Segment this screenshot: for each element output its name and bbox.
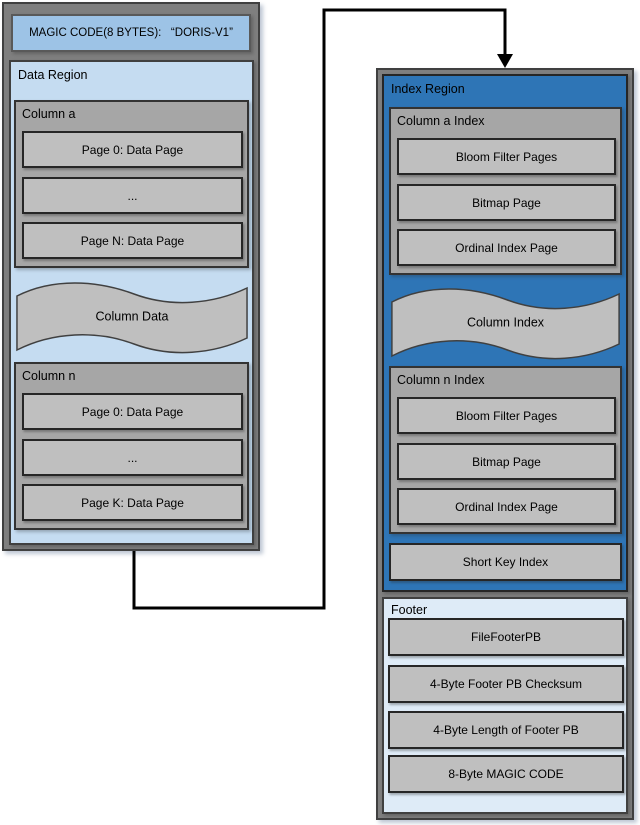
column-a-group: Column a Page 0: Data Page ... Page N: D… xyxy=(14,100,249,268)
footer-pb-length-box: 4-Byte Length of Footer PB xyxy=(388,711,624,749)
column-a-page-0: Page 0: Data Page xyxy=(22,131,243,168)
short-key-index-box: Short Key Index xyxy=(389,543,622,581)
footer-pb-checksum-box: 4-Byte Footer PB Checksum xyxy=(388,665,624,703)
column-n-page-0: Page 0: Data Page xyxy=(22,393,243,430)
column-a-bloom-filter-pages: Bloom Filter Pages xyxy=(397,138,616,175)
column-n-bitmap-page: Bitmap Page xyxy=(397,443,616,480)
column-a-index-label: Column a Index xyxy=(397,114,485,128)
magic-code-footer-box: 8-Byte MAGIC CODE xyxy=(388,755,624,793)
column-data-wave-label: Column Data xyxy=(95,309,169,324)
column-n-index-group: Column n Index Bloom Filter Pages Bitmap… xyxy=(389,366,622,534)
magic-code-header: MAGIC CODE(8 BYTES): “DORIS-V1” xyxy=(11,14,251,52)
connector-arrow-icon xyxy=(497,54,513,68)
column-n-label: Column n xyxy=(22,369,76,383)
index-region-label: Index Region xyxy=(391,82,465,96)
column-n-index-label: Column n Index xyxy=(397,373,485,387)
index-footer-container: Index Region Column a Index Bloom Filter… xyxy=(376,68,634,820)
column-n-group: Column n Page 0: Data Page ... Page K: D… xyxy=(14,362,249,530)
column-a-ordinal-index-page: Ordinal Index Page xyxy=(397,229,616,266)
data-region-label: Data Region xyxy=(18,68,88,82)
data-region: Data Region Column a Page 0: Data Page .… xyxy=(9,60,254,545)
column-a-index-group: Column a Index Bloom Filter Pages Bitmap… xyxy=(389,107,622,275)
column-n-bloom-filter-pages: Bloom Filter Pages xyxy=(397,397,616,434)
column-a-page-ellipsis: ... xyxy=(22,177,243,214)
data-file-container: MAGIC CODE(8 BYTES): “DORIS-V1” Data Reg… xyxy=(2,2,260,551)
file-footer-pb-box: FileFooterPB xyxy=(388,618,624,656)
column-index-wave: Column Index xyxy=(388,282,623,364)
column-index-wave-label: Column Index xyxy=(466,315,545,330)
column-n-ordinal-index-page: Ordinal Index Page xyxy=(397,488,616,525)
column-n-page-k: Page K: Data Page xyxy=(22,484,243,521)
column-a-bitmap-page: Bitmap Page xyxy=(397,184,616,221)
footer-label: Footer xyxy=(391,603,428,617)
column-data-wave: Column Data xyxy=(13,276,251,358)
index-region: Index Region Column a Index Bloom Filter… xyxy=(382,74,628,592)
column-a-page-n: Page N: Data Page xyxy=(22,222,243,259)
footer-region: Footer FileFooterPB 4-Byte Footer PB Che… xyxy=(382,597,628,814)
column-n-page-ellipsis: ... xyxy=(22,439,243,476)
column-a-label: Column a xyxy=(22,107,76,121)
